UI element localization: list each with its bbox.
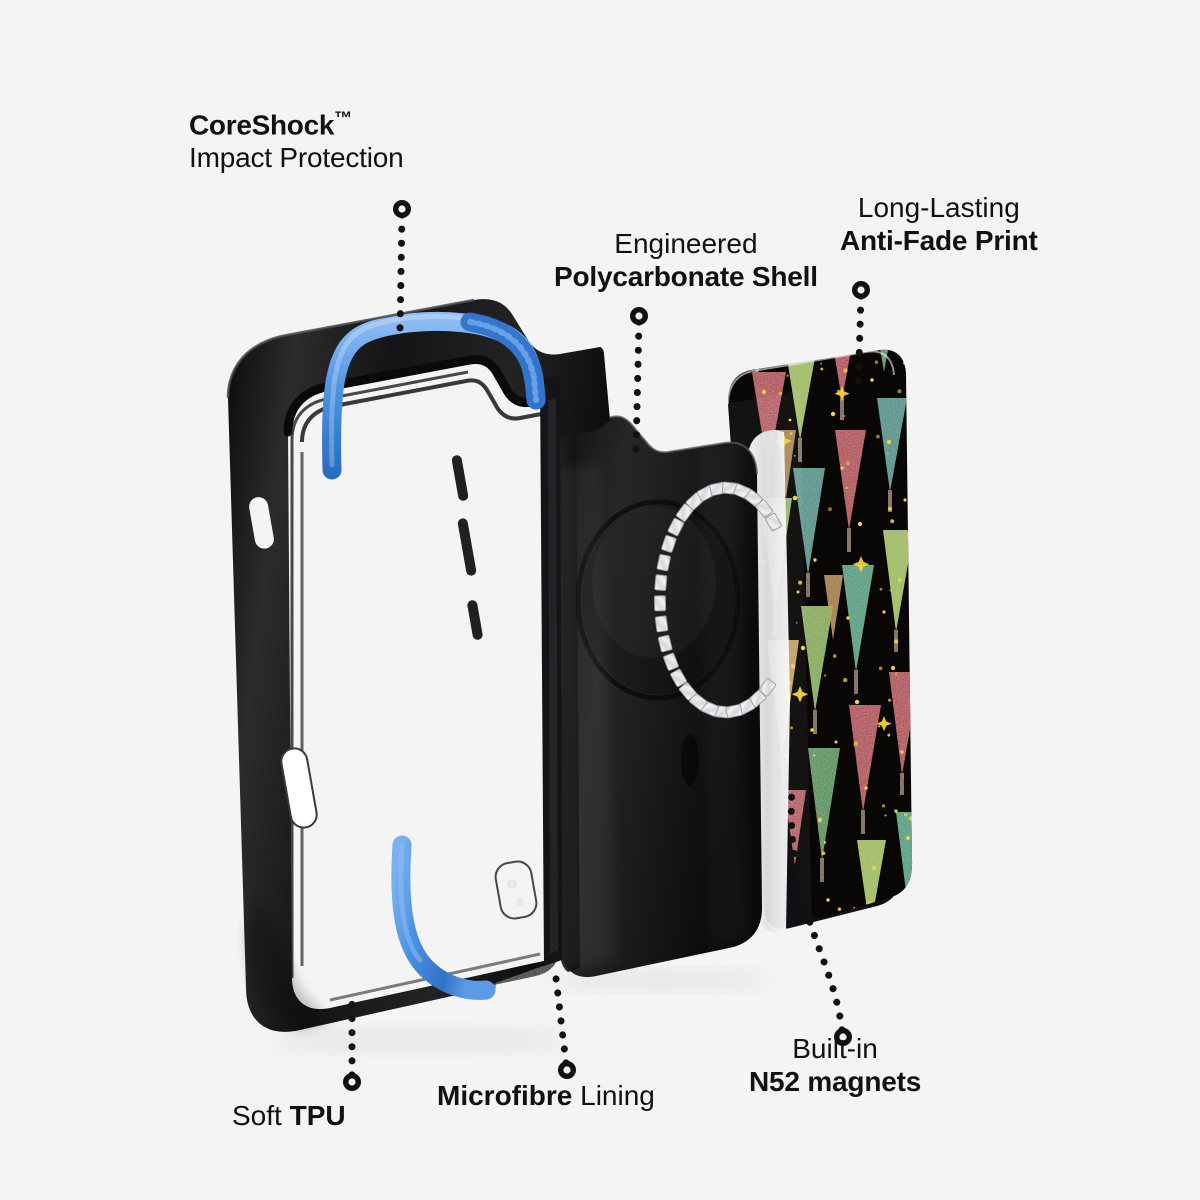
sparkle [828, 507, 832, 512]
sparkle [795, 621, 798, 624]
callout-coreshock-line1: CoreShock™ [189, 108, 352, 141]
sparkle [881, 804, 886, 808]
callout-tpu-prefix: Soft [232, 1100, 290, 1131]
magnet-segment [656, 554, 671, 572]
callout-tpu-line: Soft TPU [232, 1100, 346, 1133]
callout-n52-line2: N52 magnets [749, 1065, 922, 1097]
magnet-segment [678, 682, 697, 701]
coreshock-blue-strip [322, 311, 546, 1000]
leader-polycarbonate [632, 318, 643, 456]
sparkle [897, 389, 902, 394]
magnet-segment [657, 634, 673, 653]
sparkle [821, 851, 826, 856]
sparkle [890, 519, 895, 524]
magnet-segment [755, 499, 774, 518]
sparkle [894, 672, 898, 676]
callout-microfibre-line: Microfibre Lining [437, 1080, 655, 1113]
leader-coreshock [396, 211, 406, 334]
sparkle [853, 741, 859, 747]
sparkle [879, 587, 883, 591]
sparkle [853, 906, 856, 909]
sparkle [845, 486, 848, 489]
magnet-segment [654, 615, 669, 633]
callout-coreshock: CoreShock™ Impact Protection [189, 108, 404, 175]
callout-tpu-bold: TPU [289, 1100, 346, 1131]
leader-n52 [787, 786, 846, 1034]
magnet-segment [667, 517, 685, 537]
sparkle [820, 362, 823, 365]
sparkle [820, 367, 824, 371]
sparkle [859, 853, 862, 856]
sparkle [904, 813, 908, 817]
sparkle [789, 432, 793, 435]
sparkle [837, 907, 842, 911]
sparkle [893, 639, 899, 644]
callout-microfibre: Microfibre Lining [437, 1080, 655, 1113]
sparkle [894, 809, 898, 813]
leader-microfibre [552, 974, 570, 1067]
callout-coreshock-line2: Impact Protection [189, 142, 404, 174]
sparkle [889, 589, 893, 592]
magnet-segment [765, 513, 782, 532]
callout-polycarbonate-line1: Engineered [614, 228, 758, 259]
sparkle [884, 814, 887, 817]
magnet-segment [654, 574, 668, 591]
sparkle [842, 677, 848, 683]
magnet-segment [653, 595, 667, 612]
magnet-segment [661, 534, 677, 553]
sparkle [790, 726, 794, 730]
magsafe-magnet-ring [653, 481, 782, 719]
leader-terminators [343, 200, 870, 1091]
callout-antifade: Long-Lasting Anti-Fade Print [840, 192, 1038, 258]
callout-microfibre-bold: Microfibre [437, 1080, 573, 1111]
callout-n52: Built-in N52 magnets [749, 1033, 921, 1099]
sparkle [876, 434, 880, 439]
tpu-bumper-frame [226, 298, 610, 1032]
sparkle [878, 725, 881, 728]
callout-antifade-line1: Long-Lasting [857, 192, 1020, 223]
trademark-symbol: ™ [334, 108, 352, 128]
sparkle [812, 754, 816, 757]
callout-n52-line1: Built-in [792, 1033, 878, 1064]
sparkle [843, 368, 848, 373]
sparkle [888, 698, 892, 702]
magnet-segment [725, 704, 743, 719]
sparkle [846, 461, 850, 466]
sparkle [793, 454, 796, 457]
sparkle [823, 841, 827, 844]
sparkle [888, 507, 892, 511]
callout-polycarbonate: Engineered Polycarbonate Shell [554, 228, 818, 294]
sparkle [878, 666, 883, 671]
leader-antifade [854, 292, 865, 396]
callout-tpu: Soft TPU [232, 1100, 346, 1133]
sparkle [886, 452, 889, 455]
callout-microfibre-suffix: Lining [572, 1080, 655, 1111]
callout-antifade-line2: Anti-Fade Print [840, 224, 1038, 256]
sparkle [887, 733, 891, 737]
sparkle [778, 391, 783, 396]
sparkle [832, 654, 837, 658]
callout-polycarbonate-line2: Polycarbonate Shell [554, 260, 818, 292]
sparkle [798, 580, 803, 585]
sparkle [790, 663, 796, 669]
sparkle [843, 415, 846, 417]
button-cutouts [249, 497, 318, 829]
sparkle [824, 674, 827, 677]
magnet-segment [670, 668, 687, 687]
sparkle [874, 360, 879, 364]
sparkle [786, 374, 789, 377]
magnet-segment [663, 652, 679, 671]
